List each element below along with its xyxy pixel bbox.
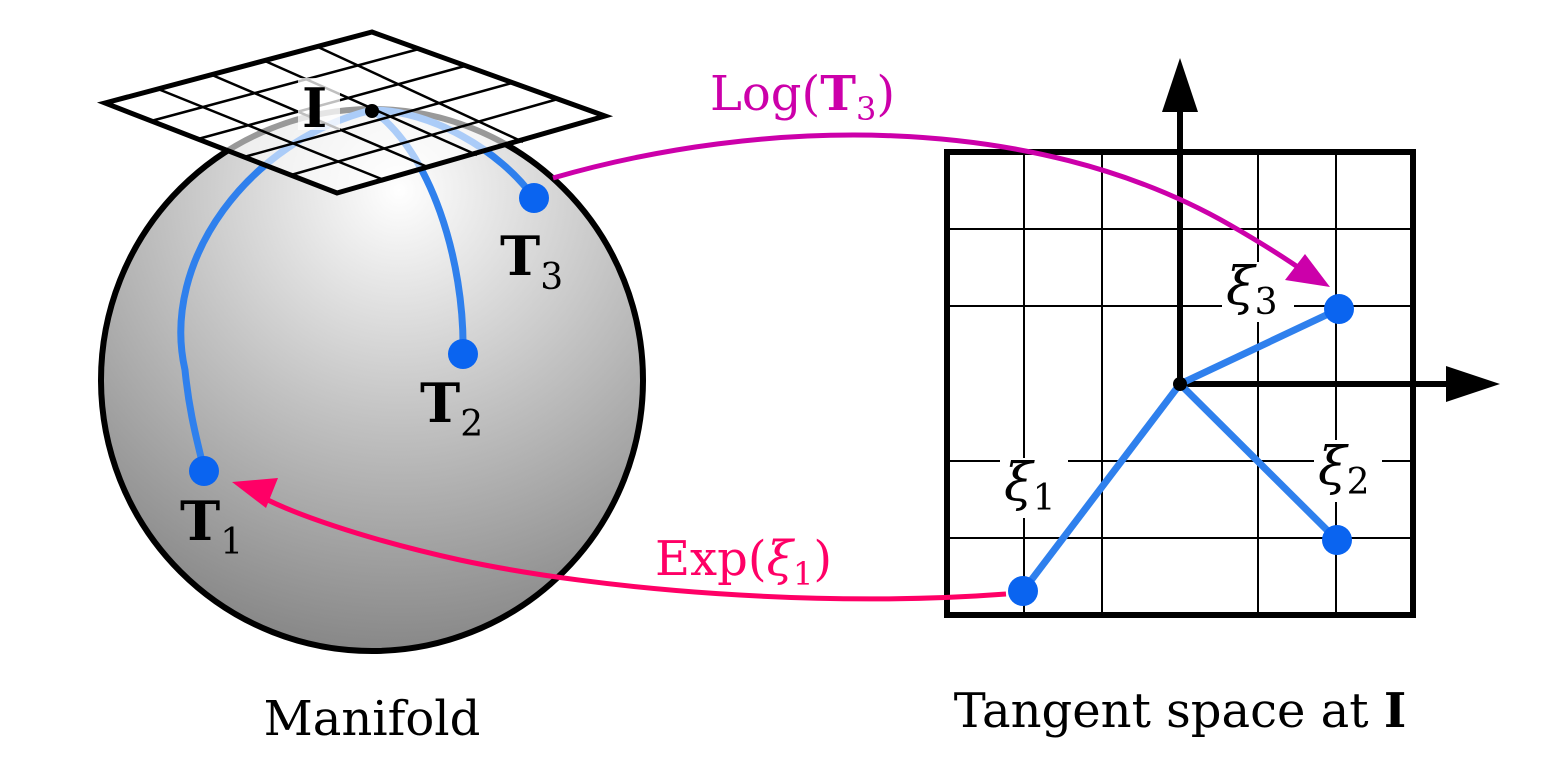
label-t1: T1 xyxy=(180,489,243,563)
label-xi2: ξ2 xyxy=(1318,437,1370,503)
tangent-origin-dot xyxy=(1173,377,1187,391)
log-map-arrowhead xyxy=(1285,254,1330,287)
exp-map-label: Exp(ξ1) xyxy=(655,531,832,593)
label-t2: T2 xyxy=(420,371,483,445)
log-map-label: Log(T3) xyxy=(710,66,895,128)
y-axis-arrowhead xyxy=(1162,58,1198,112)
tangent-space-caption: Tangent space at I xyxy=(954,683,1407,739)
vector-xi1 xyxy=(1020,381,1183,594)
tangent-plane xyxy=(96,29,614,196)
point-xi2 xyxy=(1322,525,1352,555)
x-axis-arrowhead xyxy=(1446,366,1500,402)
log-map-arrow xyxy=(552,132,1307,275)
point-t3 xyxy=(519,183,549,213)
point-xi3 xyxy=(1324,294,1354,324)
label-xi3: ξ3 xyxy=(1226,257,1278,323)
tangent-axes xyxy=(1162,58,1500,402)
vector-xi2 xyxy=(1177,381,1340,543)
point-t1 xyxy=(189,456,219,486)
exp-map-arrow xyxy=(260,494,1007,602)
point-xi1 xyxy=(1008,576,1038,606)
manifold-origin-dot xyxy=(365,104,379,118)
vector-xi3 xyxy=(1178,305,1341,388)
manifold-origin-label: I xyxy=(302,76,327,140)
manifold-sphere xyxy=(98,106,646,654)
manifold-caption: Manifold xyxy=(264,691,481,747)
point-t2 xyxy=(448,339,478,369)
label-t3: T3 xyxy=(500,224,563,298)
label-xi1: ξ1 xyxy=(1004,453,1056,519)
exp-map-arrowhead xyxy=(232,478,278,508)
